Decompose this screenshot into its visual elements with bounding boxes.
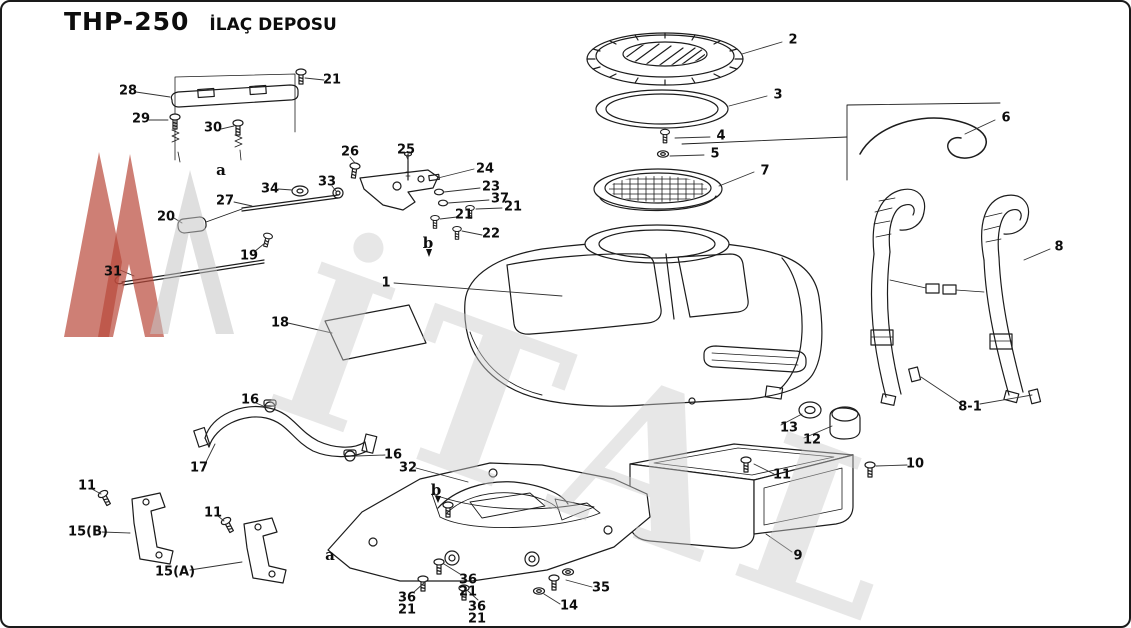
leader-lines bbox=[91, 41, 1051, 605]
lower-tank-drawing bbox=[629, 443, 876, 549]
bracket-15b-drawing bbox=[96, 488, 174, 565]
watermark-gray-shape bbox=[150, 170, 234, 334]
model-number: THP-250 bbox=[64, 7, 190, 36]
watermark-red-shape bbox=[98, 154, 164, 337]
tank-cap-drawing bbox=[586, 32, 744, 86]
handle-drawing bbox=[193, 399, 378, 462]
cap-ring-drawing bbox=[595, 89, 729, 129]
page-title: İLAÇ DEPOSU bbox=[209, 15, 337, 35]
outlet-fittings-drawing bbox=[798, 401, 861, 440]
diagram-header: THP-250 İLAÇ DEPOSU bbox=[64, 7, 337, 36]
base-plate-drawing bbox=[327, 462, 651, 601]
label-sticker-drawing bbox=[324, 304, 427, 361]
hose-clip-drawing bbox=[681, 102, 1001, 181]
mount-plate-drawing bbox=[169, 68, 307, 163]
fasteners-4-5-drawing bbox=[656, 128, 671, 158]
tank-drawing bbox=[464, 224, 823, 407]
straps-drawing bbox=[870, 188, 1042, 406]
bracket-15a-drawing bbox=[219, 515, 287, 584]
strainer-drawing bbox=[593, 168, 723, 212]
